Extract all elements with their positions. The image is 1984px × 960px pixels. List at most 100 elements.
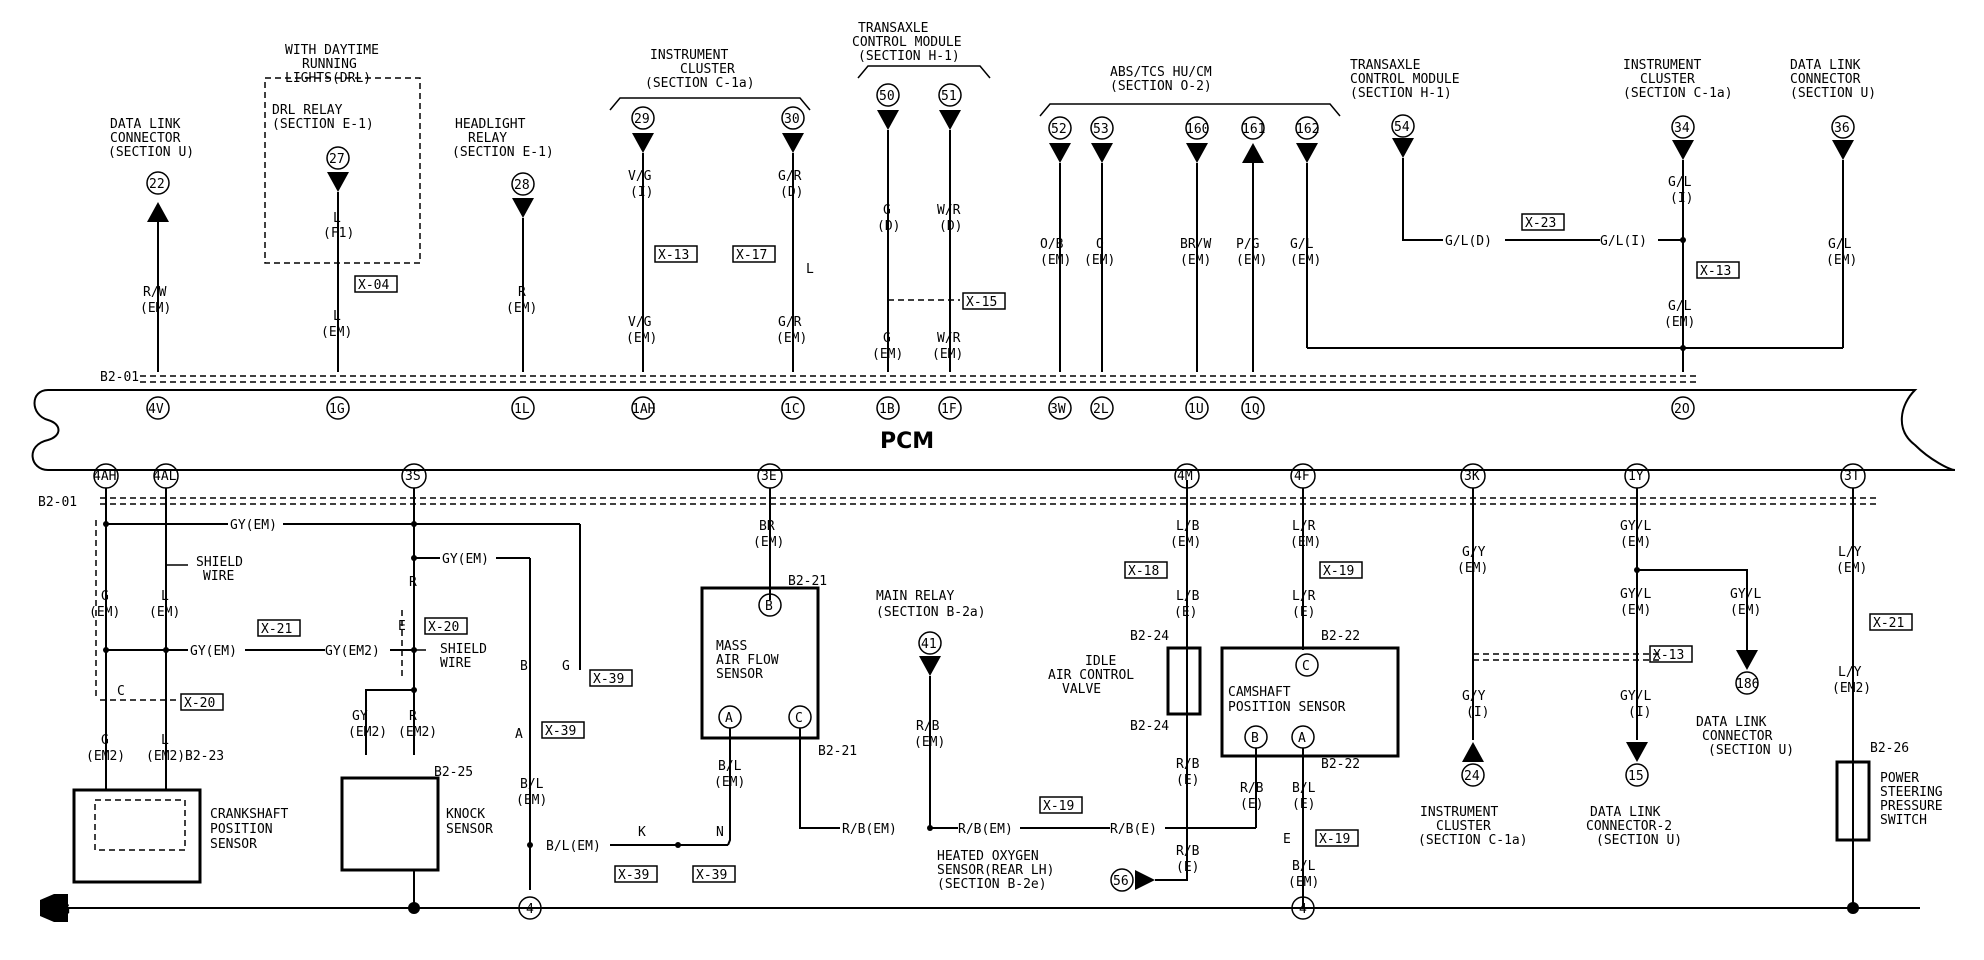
svg-text:A: A	[515, 727, 523, 742]
svg-text:36: 36	[1834, 121, 1850, 136]
svg-text:DATA LINK: DATA LINK	[110, 117, 181, 132]
connector-label-top: B2-01	[100, 370, 139, 385]
svg-text:X-39: X-39	[545, 724, 576, 739]
svg-text:(EM): (EM)	[140, 301, 171, 316]
svg-text:R/B: R/B	[916, 719, 940, 734]
svg-text:G/Y: G/Y	[1462, 545, 1486, 560]
svg-text:B2-24: B2-24	[1130, 719, 1169, 734]
svg-text:G: G	[101, 589, 109, 604]
svg-text:(EM): (EM)	[753, 535, 784, 550]
svg-text:(E): (E)	[1176, 773, 1199, 788]
svg-text:SENSOR: SENSOR	[446, 822, 493, 837]
ref-headlight-relay-28: HEADLIGHT RELAY (SECTION E-1) 28 R (EM) …	[452, 117, 554, 420]
svg-text:CONNECTOR: CONNECTOR	[1702, 729, 1773, 744]
svg-text:(E): (E)	[1292, 605, 1315, 620]
svg-text:G/R: G/R	[778, 169, 802, 184]
svg-text:B2-22: B2-22	[1321, 629, 1360, 644]
ref-tcm-54: TRANSAXLE CONTROL MODULE (SECTION H-1) 5…	[1350, 58, 1686, 249]
svg-text:SENSOR(REAR LH): SENSOR(REAR LH)	[937, 863, 1054, 878]
svg-text:CRANKSHAFT: CRANKSHAFT	[210, 807, 288, 822]
svg-text:CAMSHAFT: CAMSHAFT	[1228, 685, 1291, 700]
svg-text:X-23: X-23	[1525, 216, 1556, 231]
svg-text:G/L: G/L	[1668, 299, 1692, 314]
knock-sensor-circuit: GY(EM) R E X-20 SHIELD WIRE GY (EM2) R (…	[340, 488, 745, 908]
ref-abs-160: 160 BR/W (EM) 1U	[1180, 116, 1211, 420]
svg-text:L: L	[161, 589, 169, 604]
svg-text:V/G: V/G	[628, 315, 652, 330]
svg-text:O/B: O/B	[1040, 237, 1064, 252]
svg-text:A: A	[725, 711, 733, 726]
svg-text:G: G	[883, 203, 891, 218]
svg-text:3E: 3E	[761, 469, 777, 484]
svg-text:54: 54	[1394, 120, 1410, 135]
svg-text:(EM2): (EM2)	[398, 725, 437, 740]
svg-text:B: B	[765, 599, 773, 614]
svg-text:(EM): (EM)	[776, 331, 807, 346]
connector-b2-01-bottom: B2-01	[38, 495, 1880, 510]
svg-text:(EM): (EM)	[1084, 253, 1115, 268]
svg-text:X-19: X-19	[1323, 564, 1354, 579]
svg-text:CLUSTER: CLUSTER	[680, 62, 735, 77]
svg-text:HEADLIGHT: HEADLIGHT	[455, 117, 526, 132]
svg-text:29: 29	[634, 112, 650, 127]
svg-text:GY/L: GY/L	[1620, 689, 1651, 704]
svg-text:4V: 4V	[148, 402, 164, 417]
svg-text:L/B: L/B	[1176, 519, 1200, 534]
svg-text:KNOCK: KNOCK	[446, 807, 485, 822]
svg-text:4AH: 4AH	[93, 469, 116, 484]
svg-text:1L: 1L	[514, 402, 530, 417]
instrument-cluster-24-circuit: G/Y (EM) G/Y (I) 24 INSTRUMENT CLUSTER (…	[1418, 488, 1660, 848]
main-relay-circuit: MAIN RELAY (SECTION B-2a) 41 R/B (EM) R/…	[842, 589, 1257, 837]
svg-text:(EM2): (EM2)	[86, 749, 125, 764]
svg-text:(SECTION C-1a): (SECTION C-1a)	[645, 76, 755, 91]
svg-text:(E): (E)	[1240, 797, 1263, 812]
svg-text:161: 161	[1242, 122, 1265, 137]
ref-drl-relay-27: DRL RELAY (SECTION E-1) 27 L (F1) X-04 L…	[272, 103, 398, 420]
svg-text:(SECTION C-1a): (SECTION C-1a)	[1418, 833, 1528, 848]
ref-data-link-connector-22: DATA LINK CONNECTOR (SECTION U) 22 R/W (…	[108, 117, 194, 420]
svg-text:L/B: L/B	[1176, 589, 1200, 604]
svg-text:POWER: POWER	[1880, 771, 1919, 786]
svg-text:SWITCH: SWITCH	[1880, 813, 1927, 828]
svg-text:X-04: X-04	[358, 278, 389, 293]
svg-text:(D): (D)	[780, 185, 803, 200]
svg-text:(E): (E)	[1292, 797, 1315, 812]
svg-text:1U: 1U	[1188, 402, 1204, 417]
svg-text:52: 52	[1051, 122, 1067, 137]
svg-text:G: G	[883, 331, 891, 346]
svg-text:G/L: G/L	[1668, 175, 1692, 190]
svg-text:X-19: X-19	[1043, 799, 1074, 814]
svg-text:15: 15	[1628, 769, 1644, 784]
svg-text:RELAY: RELAY	[468, 131, 507, 146]
data-link-connector-circuit: GY/L (EM) GY/L (EM) GY/L (EM) X-13 GY/L …	[1586, 488, 1794, 848]
svg-text:R/B: R/B	[1176, 757, 1200, 772]
connector-b2-01-top: B2-01	[100, 370, 1700, 385]
svg-text:R/B: R/B	[1240, 781, 1264, 796]
svg-text:C: C	[117, 684, 125, 699]
svg-text:1C: 1C	[784, 402, 800, 417]
svg-text:E: E	[1283, 832, 1291, 847]
crankshaft-circuit: GY(EM) SHIELD WIRE G (EM) L (EM) GY(EM) …	[72, 488, 414, 884]
svg-text:L/R: L/R	[1292, 589, 1316, 604]
svg-text:(EM): (EM)	[516, 793, 547, 808]
svg-text:GY(EM2): GY(EM2)	[325, 644, 380, 659]
svg-text:ABS/TCS HU/CM: ABS/TCS HU/CM	[1110, 65, 1212, 80]
svg-text:SHIELD: SHIELD	[440, 642, 487, 657]
svg-text:(D): (D)	[877, 219, 900, 234]
svg-text:DRL RELAY: DRL RELAY	[272, 103, 343, 118]
svg-text:50: 50	[879, 89, 895, 104]
svg-text:C: C	[1302, 659, 1310, 674]
bottom-pins: 4AH 4AL 3S 3E 4M 4F 3K 1Y 3T	[93, 463, 1866, 489]
ref-instrument-cluster-29: 29 V/G (I) X-13 V/G (EM) 1AH	[626, 106, 698, 420]
svg-text:B2-23: B2-23	[185, 749, 224, 764]
svg-text:BR/W: BR/W	[1180, 237, 1211, 252]
svg-text:3T: 3T	[1844, 469, 1860, 484]
svg-text:51: 51	[941, 89, 957, 104]
svg-text:(EM): (EM)	[1180, 253, 1211, 268]
svg-text:R: R	[409, 709, 417, 724]
svg-text:(I): (I)	[1628, 705, 1651, 720]
svg-text:X-21: X-21	[261, 622, 292, 637]
svg-text:R: R	[518, 285, 526, 300]
svg-text:G/L: G/L	[1828, 237, 1852, 252]
pcm-label: PCM	[880, 429, 934, 454]
